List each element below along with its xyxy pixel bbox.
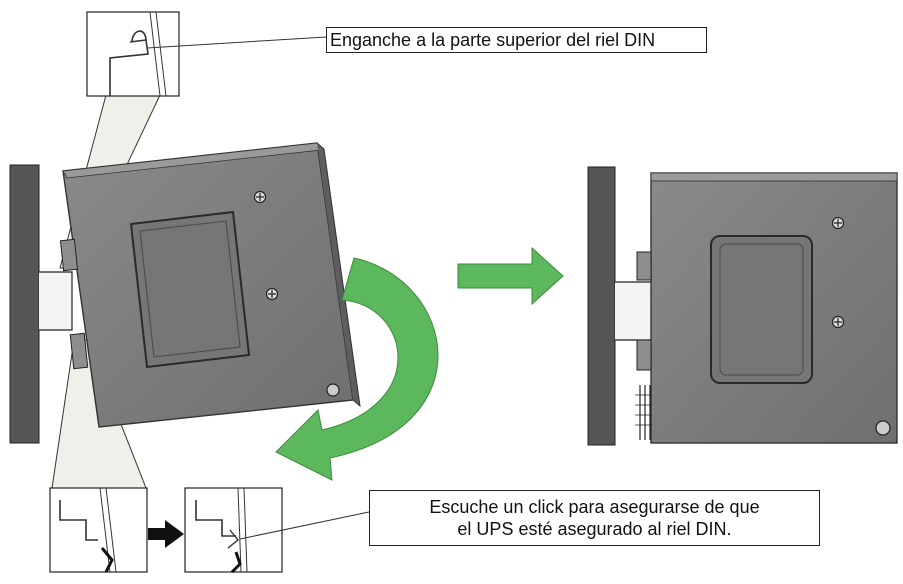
detail-box-top-hook: [86, 11, 327, 97]
din-rail-left: [9, 164, 40, 444]
callout-click-confirm: Escuche un click para asegurarse de que …: [369, 490, 820, 546]
screw-icon: [831, 315, 845, 329]
screw-icon: [253, 190, 267, 204]
ups-panel-tilted: [130, 211, 250, 368]
screw-icon: [265, 287, 279, 301]
forward-arrow-icon: [457, 246, 564, 306]
screw-icon: [831, 216, 845, 230]
din-rail-right: [587, 166, 616, 446]
callout-hook-top: Enganche a la parte superior del riel DI…: [326, 27, 707, 53]
ups-panel-mounted: [710, 235, 813, 384]
rail-channel-right: [615, 281, 653, 341]
detail-box-bottom-before: [49, 487, 148, 573]
detail-box-bottom-after: [184, 487, 370, 574]
ground-hole: [875, 420, 891, 436]
rotate-arrow-icon: [275, 257, 439, 481]
ups-module-tilted: [59, 142, 361, 428]
ground-hole: [326, 383, 340, 397]
step-arrow-icon: [148, 520, 184, 548]
rail-channel-left: [39, 271, 73, 331]
callout-line-1: Escuche un click para asegurarse de que: [429, 497, 760, 517]
callout-line-2: el UPS esté asegurado al riel DIN.: [457, 519, 732, 539]
ups-module-mounted: [635, 172, 898, 444]
